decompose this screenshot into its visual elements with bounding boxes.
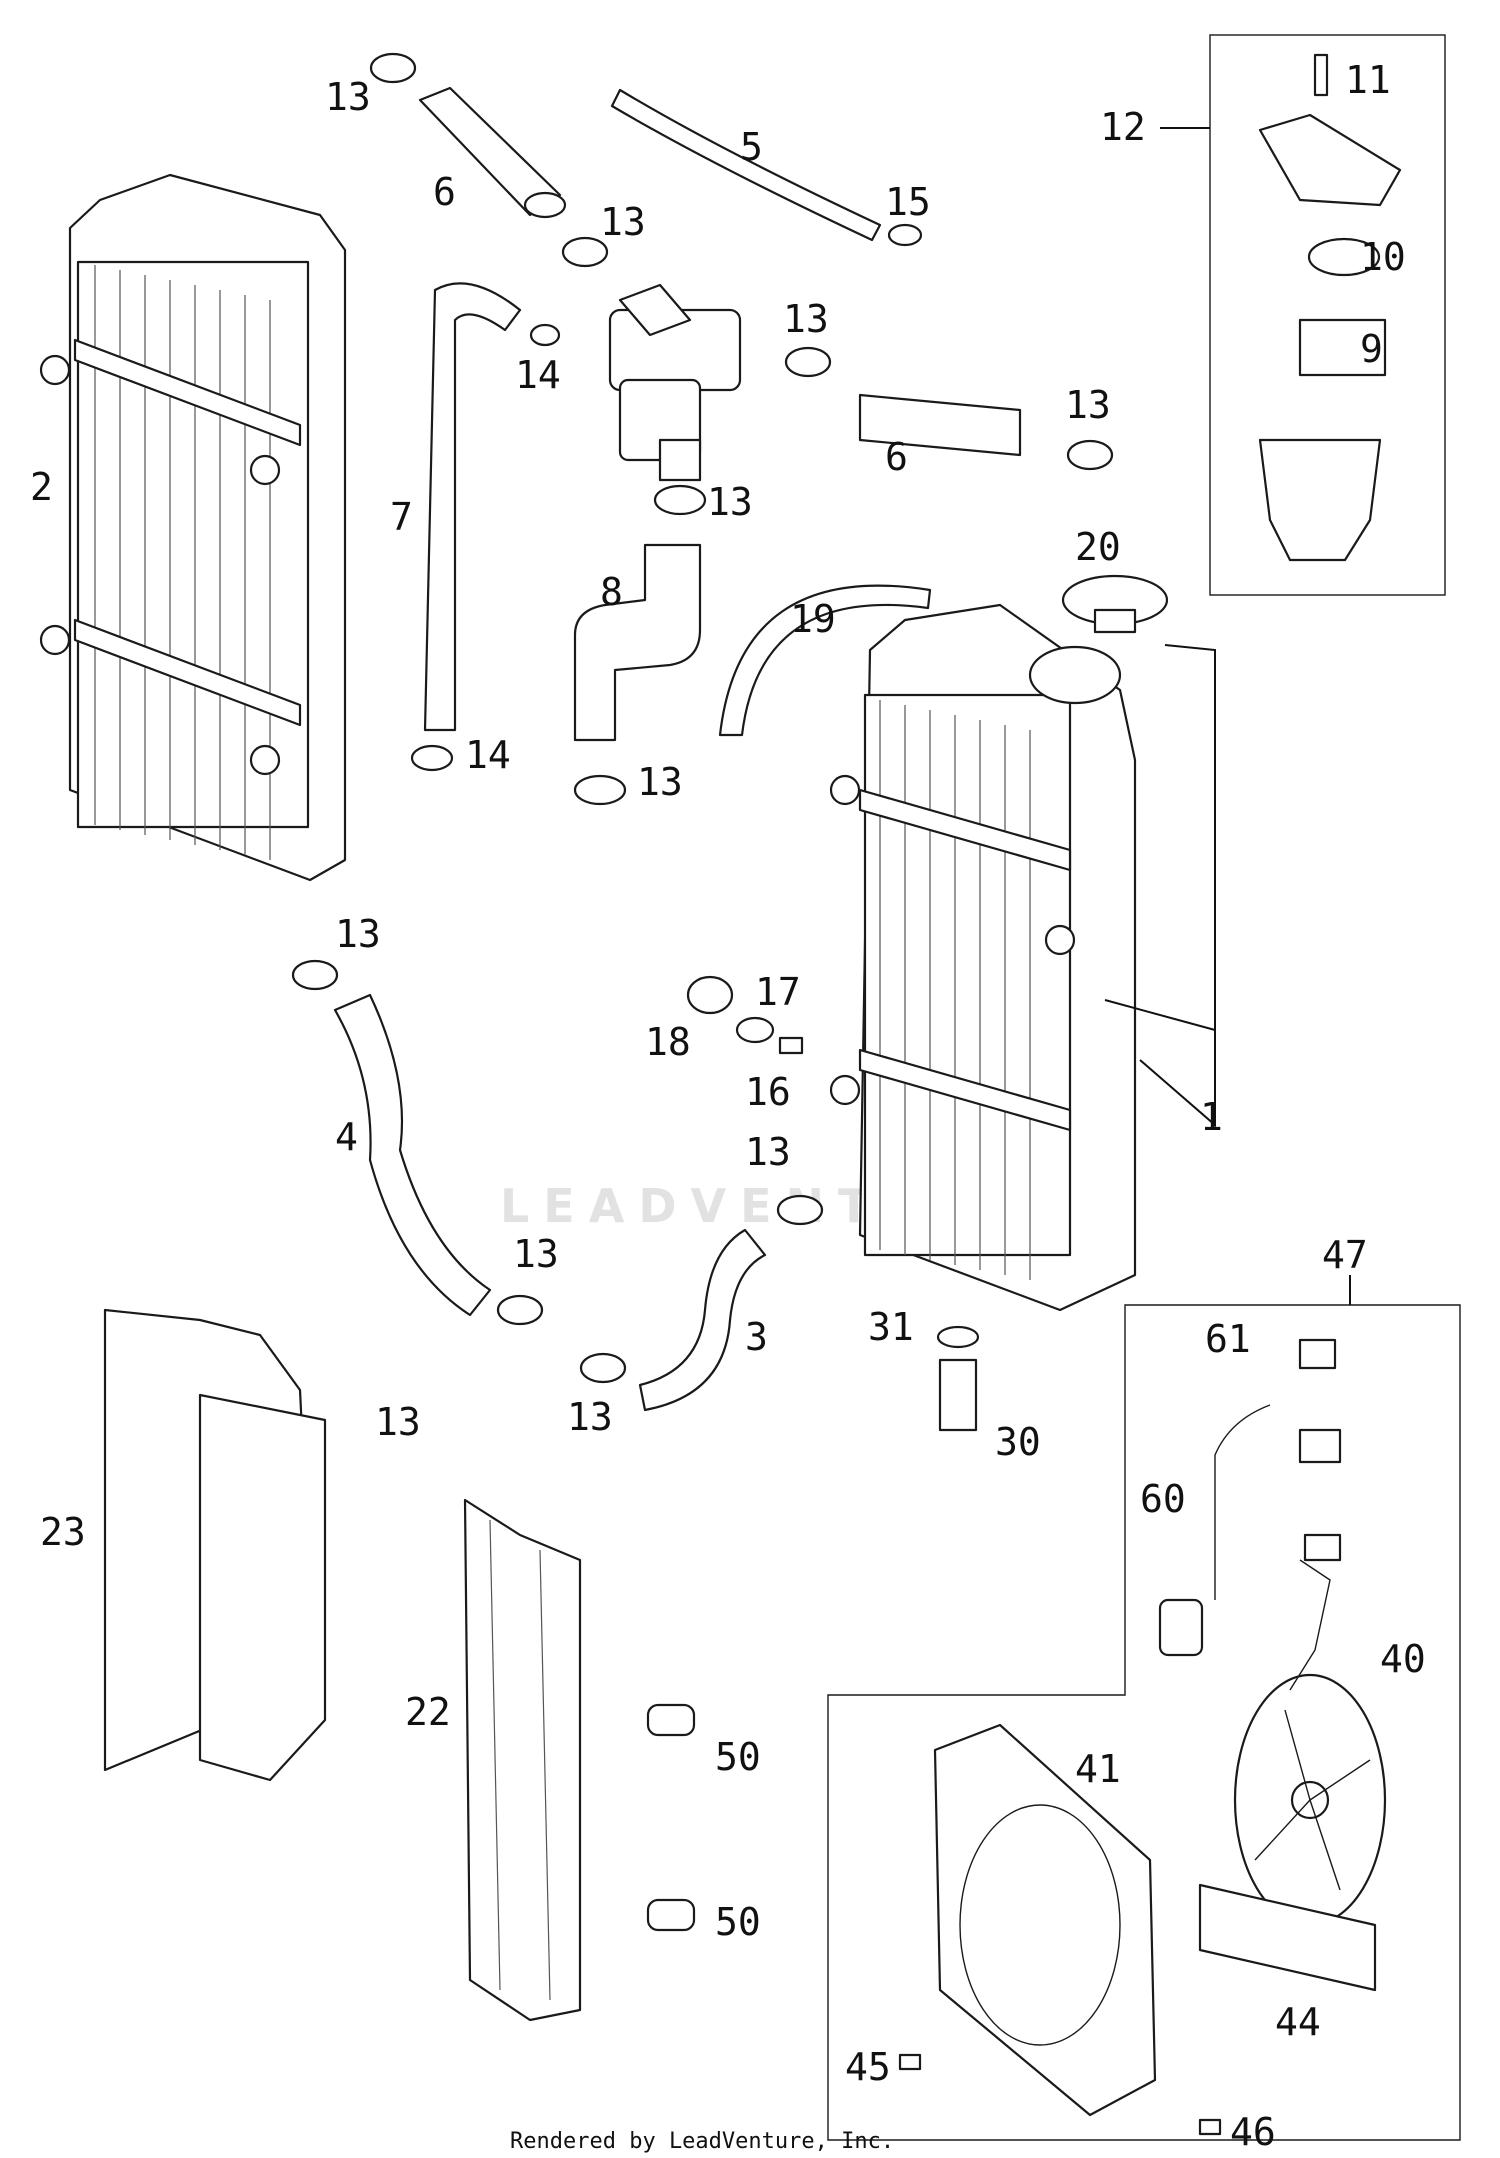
callout-13i: 13 bbox=[513, 1232, 559, 1276]
callout-5: 5 bbox=[740, 125, 763, 169]
callout-13g: 13 bbox=[335, 912, 381, 956]
callout-13f: 13 bbox=[637, 760, 683, 804]
callout-30: 30 bbox=[995, 1420, 1041, 1464]
shroud-22-rib2 bbox=[539, 1549, 551, 2001]
callout-4: 4 bbox=[335, 1115, 358, 1159]
callout-20: 20 bbox=[1075, 525, 1121, 569]
callout-23: 23 bbox=[40, 1510, 86, 1554]
hose-8 bbox=[573, 543, 702, 742]
callout-61: 61 bbox=[1205, 1317, 1251, 1361]
callout-45: 45 bbox=[845, 2045, 891, 2089]
radiator-cap bbox=[1061, 574, 1169, 634]
water-pump bbox=[608, 283, 742, 482]
grommet-washer-bolt bbox=[686, 975, 804, 1055]
callout-40: 40 bbox=[1380, 1637, 1426, 1681]
shroud-22 bbox=[463, 1498, 582, 2022]
callout-12: 12 bbox=[1100, 105, 1146, 149]
callout-15: 15 bbox=[885, 180, 931, 224]
callout-6a: 6 bbox=[433, 170, 456, 214]
callout-22: 22 bbox=[405, 1690, 451, 1734]
fan-frame-41 bbox=[933, 1723, 1157, 2117]
hose-6-middle bbox=[858, 393, 1022, 457]
hose-19 bbox=[718, 584, 932, 737]
callout-13a: 13 bbox=[325, 75, 371, 119]
callout-47: 47 bbox=[1322, 1233, 1368, 1277]
callout-13b: 13 bbox=[600, 200, 646, 244]
fan-40 bbox=[1233, 1673, 1387, 1927]
callout-19: 19 bbox=[790, 597, 836, 641]
callout-41: 41 bbox=[1075, 1747, 1121, 1791]
callout-44: 44 bbox=[1275, 2000, 1321, 2044]
callout-2: 2 bbox=[30, 465, 53, 509]
watermark: LEADVENTU bbox=[500, 1179, 935, 1233]
callout-60: 60 bbox=[1140, 1477, 1186, 1521]
hose-4 bbox=[333, 993, 492, 1317]
hose-6-upper bbox=[418, 86, 567, 219]
callout-46: 46 bbox=[1230, 2110, 1276, 2154]
wiring-harness-60 bbox=[1158, 1338, 1342, 1691]
fan-group-box bbox=[827, 1304, 1461, 2141]
hose-3 bbox=[638, 1228, 767, 1412]
left-radiator bbox=[39, 173, 347, 882]
callout-14b: 14 bbox=[465, 733, 511, 777]
shroud-22-rib bbox=[489, 1519, 501, 1991]
callout-13h: 13 bbox=[745, 1130, 791, 1174]
thermostat-group-box bbox=[1209, 34, 1446, 596]
callout-8: 8 bbox=[600, 570, 623, 614]
screws-45-46 bbox=[898, 2053, 1222, 2136]
temp-switch bbox=[936, 1325, 980, 1432]
plugs-50 bbox=[646, 1703, 696, 1932]
right-radiator bbox=[829, 603, 1137, 1312]
thermostat-parts bbox=[1258, 53, 1402, 562]
callout-31: 31 bbox=[868, 1305, 914, 1349]
callout-16: 16 bbox=[745, 1070, 791, 1114]
callout-13e: 13 bbox=[707, 480, 753, 524]
callout-7: 7 bbox=[390, 495, 413, 539]
hose-clamps bbox=[291, 52, 1114, 1384]
callout-50b: 50 bbox=[715, 1900, 761, 1944]
callout-13d: 13 bbox=[1065, 383, 1111, 427]
callout-10: 10 bbox=[1360, 235, 1406, 279]
callout-50a: 50 bbox=[715, 1735, 761, 1779]
callout-3: 3 bbox=[745, 1315, 768, 1359]
plate-44 bbox=[1198, 1883, 1377, 1992]
callout-13c: 13 bbox=[783, 297, 829, 341]
leader-1b bbox=[1104, 999, 1216, 1031]
shroud-23-inner bbox=[198, 1393, 327, 1782]
callout-6b: 6 bbox=[885, 435, 908, 479]
callout-13j: 13 bbox=[567, 1395, 613, 1439]
hose-7 bbox=[423, 282, 522, 732]
callout-11: 11 bbox=[1345, 58, 1391, 102]
callout-14a: 14 bbox=[515, 353, 561, 397]
callout-13k: 13 bbox=[375, 1400, 421, 1444]
callout-18: 18 bbox=[645, 1020, 691, 1064]
callout-9: 9 bbox=[1360, 327, 1383, 371]
leader-1 bbox=[1139, 644, 1216, 1128]
callout-labels: 1 2 3 4 5 6 6 7 8 9 10 11 12 13 13 13 13… bbox=[30, 58, 1426, 2154]
footer-credit: Rendered by LeadVenture, Inc. bbox=[510, 2129, 894, 2154]
callout-1: 1 bbox=[1200, 1095, 1223, 1139]
callout-17: 17 bbox=[755, 970, 801, 1014]
hose-5-braided bbox=[610, 88, 882, 242]
